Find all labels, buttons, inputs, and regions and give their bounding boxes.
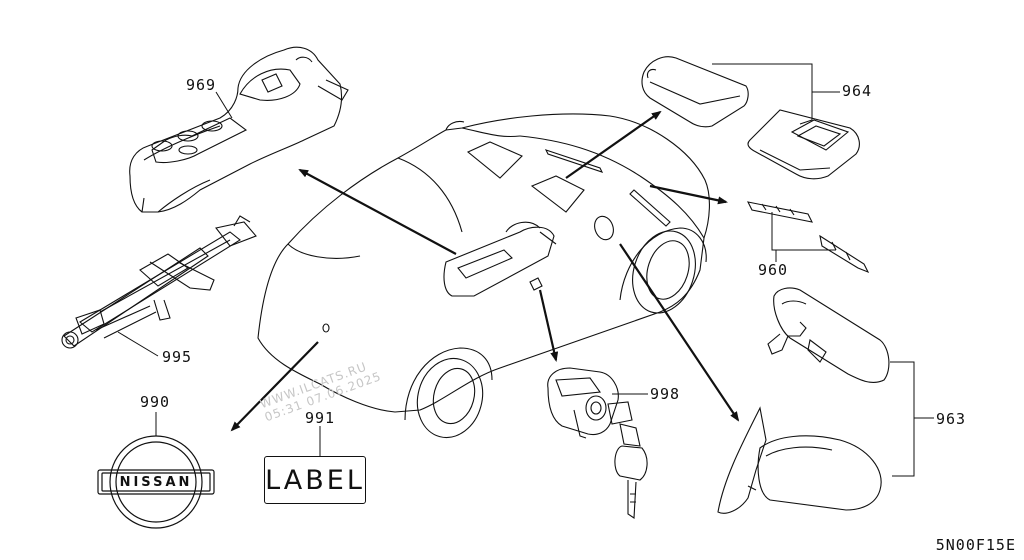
leader-960 — [771, 212, 836, 262]
callout-963[interactable]: 963 — [936, 410, 967, 428]
car-body-outline — [257, 113, 710, 439]
part-963-mirror-illustration — [717, 287, 890, 514]
callout-960[interactable]: 960 — [758, 261, 789, 279]
part-995-jack-illustration — [61, 215, 257, 349]
part-990-emblem-text: NISSAN — [119, 475, 193, 490]
part-969-console-illustration — [129, 46, 349, 213]
callout-964[interactable]: 964 — [842, 82, 873, 100]
part-991-label-card: LABEL — [264, 456, 366, 504]
label-card-text: LABEL — [265, 464, 365, 496]
callout-995[interactable]: 995 — [162, 348, 193, 366]
pointer-arrows — [230, 110, 740, 432]
diagram-code: 5N00F15E — [935, 536, 1016, 554]
part-960-roof-molding-illustration — [747, 201, 870, 274]
callout-998[interactable]: 998 — [650, 385, 681, 403]
center-console-on-car — [443, 221, 557, 297]
callout-990[interactable]: 990 — [140, 393, 171, 411]
leader-995 — [117, 331, 159, 357]
part-990-emblem-illustration — [97, 435, 215, 529]
part-998-lock-key-illustration — [547, 367, 648, 519]
callout-969[interactable]: 969 — [186, 76, 217, 94]
leader-963 — [890, 361, 934, 477]
part-964-sunvisor-illustration — [641, 56, 860, 180]
leader-969 — [215, 91, 233, 119]
leader-964 — [712, 63, 840, 125]
callout-991[interactable]: 991 — [305, 409, 336, 427]
